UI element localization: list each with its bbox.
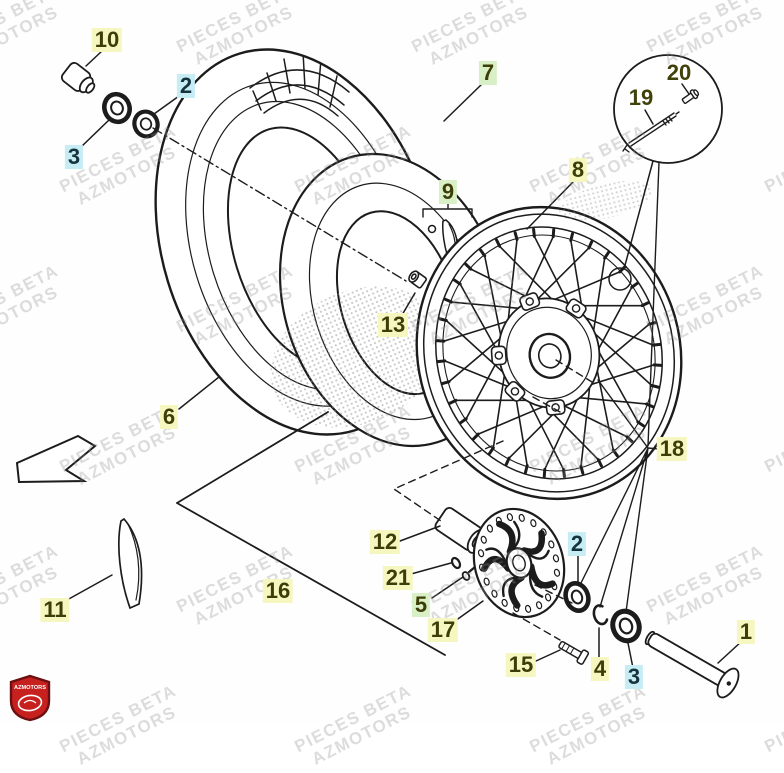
brake-disc (472, 507, 566, 619)
direction-arrow-icon (15, 434, 97, 484)
spoke-part (622, 111, 680, 153)
bearing-left (563, 581, 591, 613)
tube-valve (408, 270, 428, 289)
wheel-hub (490, 292, 601, 416)
logo-shield (9, 674, 51, 722)
axle-pinch-bolt (558, 640, 590, 665)
bearing-top (102, 91, 132, 125)
azmotors-logo: AZMOTORS (9, 674, 51, 722)
washer (450, 556, 462, 570)
pointer-lines (66, 50, 743, 669)
seal-top (132, 109, 160, 139)
spoked-wheel (415, 205, 683, 501)
diagram-drawing (15, 48, 743, 699)
front-axle (644, 630, 740, 699)
bearing-right (610, 608, 642, 644)
logo-emblem (17, 694, 43, 712)
rim-band (117, 517, 143, 610)
circlip (592, 604, 609, 626)
detail-marker-circle (608, 267, 632, 291)
halftone-shading-small (559, 180, 653, 222)
valve-cap (60, 61, 96, 94)
detail-circle (613, 54, 723, 164)
nipple-part (681, 89, 700, 105)
logo-swoosh (23, 699, 37, 704)
dashed-assembly-lines (152, 127, 593, 641)
disc-screw (461, 565, 477, 581)
tire-tread-pattern (249, 51, 350, 117)
logo-text: AZMOTORS (14, 685, 46, 691)
